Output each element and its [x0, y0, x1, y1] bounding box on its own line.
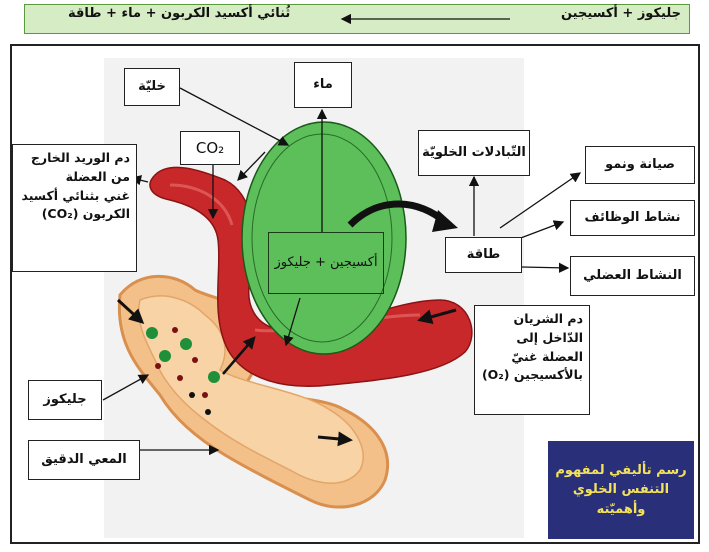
muscle-activity-label: النشاط العضلي	[570, 256, 695, 296]
artery-note-line: الدّاخل إلى	[516, 329, 583, 345]
artery-note-line: بالأكسيجين (O₂)	[481, 367, 583, 383]
vein-note-line: من العضلة	[65, 168, 130, 184]
small-intestine-label: المعي الدقيق	[28, 440, 140, 480]
equation-reactants: جليكوز + أكسيجين	[560, 6, 681, 21]
vein-blood-note: دم الوريد الخارج من العضلة غني بثنائي أك…	[12, 144, 137, 272]
glucose-label: جليكوز	[28, 380, 102, 420]
equation-products: ثُنائي أكسيد الكربون + ماء + طاقة	[68, 6, 291, 21]
small-intestine-shape	[117, 274, 390, 509]
co2-label: CO₂	[180, 131, 240, 165]
equation-bar	[24, 4, 690, 34]
caption-line: رسم تأليفي لمفهوم	[555, 462, 687, 478]
vein-note-line: الكربون (CO₂)	[41, 206, 130, 222]
oxygen-glucose-label: أكسيجين + جليكوز	[268, 232, 384, 294]
vein-note-line: دم الوريد الخارج	[30, 150, 130, 165]
caption-line: التنفس الخلوي	[572, 482, 670, 498]
energy-label: طاقة	[445, 237, 522, 273]
vein-note-line: غني بثنائي أكسيد	[21, 187, 130, 203]
cell-exchanges-label: التّبادلات الخلويّة	[418, 130, 530, 176]
artery-note-line: العضلة غنيّ	[511, 348, 583, 364]
caption-line: وأهميّته	[596, 501, 646, 517]
functions-activity-label: نشاط الوظائف	[570, 200, 695, 236]
artery-blood-note: دم الشريان الدّاخل إلى العضلة غنيّ بالأك…	[474, 305, 590, 415]
cell-label: خليّة	[124, 68, 180, 106]
water-label: ماء	[294, 62, 352, 108]
diagram-caption: رسم تأليفي لمفهوم التنفس الخلوي وأهميّته	[548, 441, 694, 539]
artery-note-line: دم الشريان	[513, 311, 583, 326]
maintenance-growth-label: صيانة ونمو	[585, 146, 695, 184]
cell-shape	[241, 121, 407, 355]
